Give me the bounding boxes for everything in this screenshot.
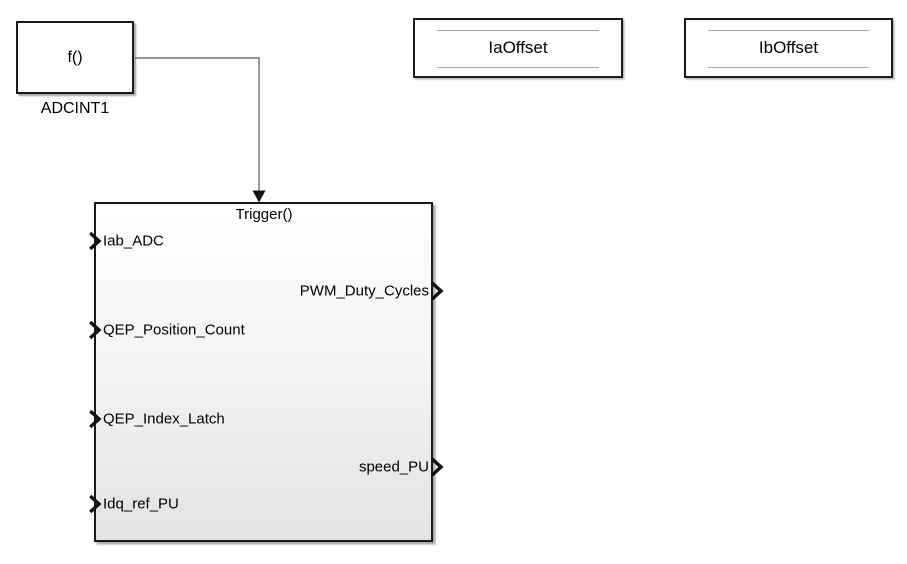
function-call-label: f() <box>67 48 83 66</box>
output-port-speed-pu[interactable]: speed_PU <box>359 457 444 478</box>
input-port-label: Iab_ADC <box>103 232 164 250</box>
input-port-label: QEP_Index_Latch <box>103 410 225 428</box>
input-port-chevron-icon <box>89 320 102 340</box>
input-port-qep-position-count[interactable]: QEP_Position_Count <box>88 320 245 341</box>
input-port-chevron-icon <box>89 409 102 429</box>
trigger-port-label: Trigger() <box>235 206 293 223</box>
output-port-chevron-icon <box>431 281 444 301</box>
data-store-memory-ib-block[interactable]: IbOffset <box>684 18 893 78</box>
data-store-ib-label: IbOffset <box>758 38 819 57</box>
datastore-bottom-line <box>708 67 869 68</box>
trigger-signal-wire[interactable] <box>135 57 260 191</box>
input-port-iab-adc[interactable]: Iab_ADC <box>88 231 164 252</box>
function-call-generator-block[interactable]: f() <box>16 21 134 94</box>
output-port-label: speed_PU <box>358 458 429 476</box>
input-port-chevron-icon <box>89 494 102 514</box>
datastore-top-line <box>437 30 599 31</box>
data-store-memory-ia-block[interactable]: IaOffset <box>413 18 623 78</box>
triggered-subsystem-block[interactable]: Trigger() Iab_ADC QEP_Position_Count QEP… <box>89 202 444 542</box>
data-store-ia-label: IaOffset <box>488 38 548 57</box>
function-call-block-name[interactable]: ADCINT1 <box>40 100 110 117</box>
input-port-chevron-icon <box>89 231 102 251</box>
trigger-arrowhead-icon <box>252 190 266 203</box>
input-port-idq-ref-pu[interactable]: Idq_ref_PU <box>88 494 179 515</box>
input-port-label: Idq_ref_PU <box>103 495 179 513</box>
output-port-pwm-duty-cycles[interactable]: PWM_Duty_Cycles <box>300 281 444 302</box>
input-port-label: QEP_Position_Count <box>103 321 245 339</box>
output-port-label: PWM_Duty_Cycles <box>299 282 429 300</box>
datastore-bottom-line <box>437 67 599 68</box>
input-port-qep-index-latch[interactable]: QEP_Index_Latch <box>88 409 225 430</box>
datastore-top-line <box>708 30 869 31</box>
output-port-chevron-icon <box>431 457 444 477</box>
